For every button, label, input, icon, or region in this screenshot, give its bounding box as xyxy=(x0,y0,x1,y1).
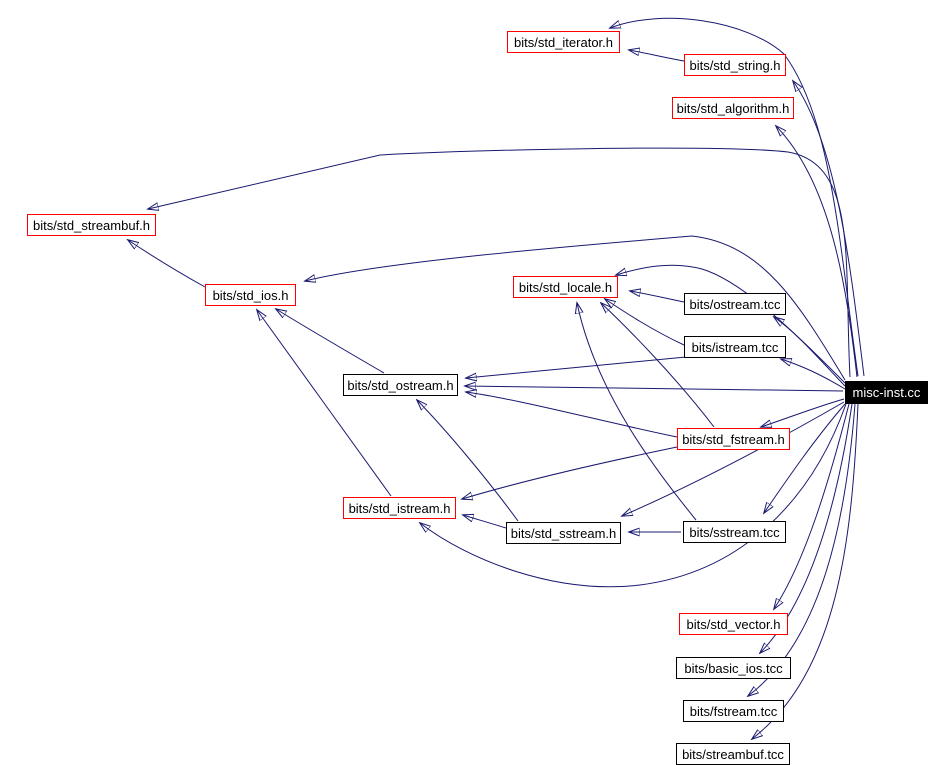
edge-misc_inst-includes-std_sstream xyxy=(622,401,845,516)
edge-istream_tcc-includes-std_ostream xyxy=(466,356,687,378)
edge-std_istream-includes-std_ios xyxy=(257,310,392,497)
node-bits-std_string-h[interactable]: bits/std_string.h xyxy=(684,54,786,76)
edge-std_string-includes-std_iterator xyxy=(629,50,685,62)
node-bits-std_istream-h[interactable]: bits/std_istream.h xyxy=(343,497,456,519)
node-bits-basic_ios-tcc: bits/basic_ios.tcc xyxy=(676,657,791,679)
node-bits-istream-tcc: bits/istream.tcc xyxy=(684,336,786,358)
edge-misc_inst-includes-std_istream xyxy=(420,403,847,588)
edge-misc_inst-includes-std_ostream xyxy=(465,386,844,392)
edge-misc_inst-includes-std_vector xyxy=(774,403,850,609)
edge-misc_inst-includes-std_streambuf xyxy=(148,147,851,378)
node-bits-streambuf-tcc: bits/streambuf.tcc xyxy=(676,743,790,765)
node-bits-std_locale-h[interactable]: bits/std_locale.h xyxy=(513,276,618,298)
edge-misc_inst-includes-std_algorithm xyxy=(776,126,858,378)
edge-misc_inst-includes-sstream_tcc xyxy=(764,403,846,513)
edge-std_fstream-includes-std_istream xyxy=(462,446,678,499)
edge-sstream_tcc-includes-std_locale xyxy=(577,303,697,521)
node-bits-std_iterator-h[interactable]: bits/std_iterator.h xyxy=(507,31,620,53)
edge-std_fstream-includes-std_locale xyxy=(601,303,715,428)
edge-misc_inst-includes-std_iterator xyxy=(610,17,859,377)
node-bits-std_sstream-h: bits/std_sstream.h xyxy=(506,522,621,544)
node-bits-std_vector-h[interactable]: bits/std_vector.h xyxy=(679,613,788,635)
edge-misc_inst-includes-std_ios xyxy=(305,235,846,381)
node-bits-std_algorithm-h[interactable]: bits/std_algorithm.h xyxy=(672,97,794,119)
edge-misc_inst-includes-std_locale xyxy=(616,264,846,384)
node-bits-ostream-tcc: bits/ostream.tcc xyxy=(684,293,786,315)
edge-istream_tcc-includes-std_locale xyxy=(605,299,685,346)
node-bits-fstream-tcc: bits/fstream.tcc xyxy=(683,700,784,722)
edge-std_ostream-includes-std_ios xyxy=(276,309,385,374)
edge-misc_inst-includes-istream_tcc xyxy=(781,359,846,390)
edge-misc_inst-includes-std_string xyxy=(793,81,865,377)
edge-misc_inst-includes-std_fstream xyxy=(761,398,845,427)
edge-std_sstream-includes-std_istream xyxy=(463,515,507,529)
node-bits-std_fstream-h[interactable]: bits/std_fstream.h xyxy=(677,428,790,450)
edge-ostream_tcc-includes-std_locale xyxy=(630,291,685,303)
edge-std_fstream-includes-std_ostream xyxy=(466,392,678,438)
node-misc-inst-cc: misc-inst.cc xyxy=(845,381,928,404)
edge-std_ios-includes-std_streambuf xyxy=(128,240,206,288)
node-bits-std_streambuf-h[interactable]: bits/std_streambuf.h xyxy=(27,214,156,236)
edge-std_sstream-includes-std_ostream xyxy=(417,400,519,522)
node-bits-sstream-tcc: bits/sstream.tcc xyxy=(683,521,786,543)
node-bits-std_ostream-h: bits/std_ostream.h xyxy=(343,374,458,396)
edge-misc_inst-includes-ostream_tcc xyxy=(774,317,846,387)
node-bits-std_ios-h[interactable]: bits/std_ios.h xyxy=(205,284,296,306)
